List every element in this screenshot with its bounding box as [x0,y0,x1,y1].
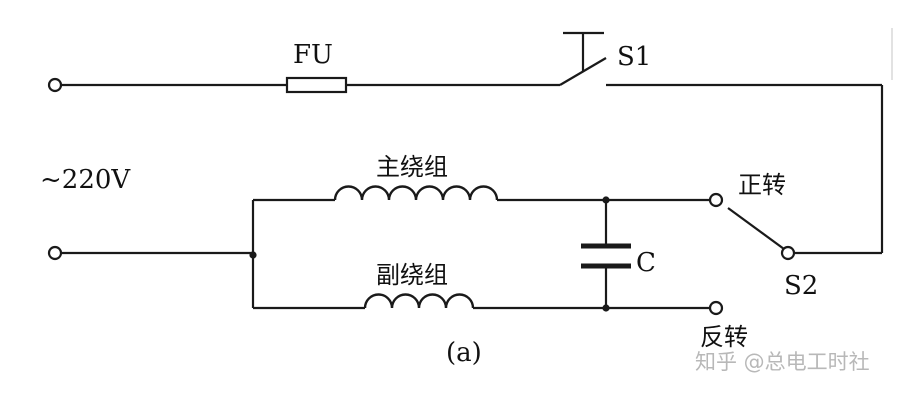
switch-s1-label: S1 [617,42,651,72]
s2-pivot-terminal [780,245,796,261]
fuse-label: FU [293,40,333,70]
forward-label: 正转 [738,171,786,199]
aux-winding-label: 副绕组 [376,261,448,289]
supply-terminal-top [47,77,63,93]
supply-terminal-bottom [47,245,63,261]
s2-contact-forward [708,192,724,208]
watermark-text: 知乎 @总电工时社 [695,350,870,374]
s2-switch-blade [727,207,785,250]
capacitor-label: C [636,248,656,278]
figure-tag: (a) [446,338,482,368]
voltage-label: ~220V [40,165,131,195]
switch-s2-label: S2 [784,271,818,301]
aux-winding-coil [363,293,475,309]
reverse-label: 反转 [700,323,748,351]
main-winding-label: 主绕组 [376,153,448,181]
junction-dot-left [249,251,257,259]
main-winding-coil [333,185,499,201]
fuse-symbol [285,76,348,94]
s2-contact-reverse [708,300,724,316]
